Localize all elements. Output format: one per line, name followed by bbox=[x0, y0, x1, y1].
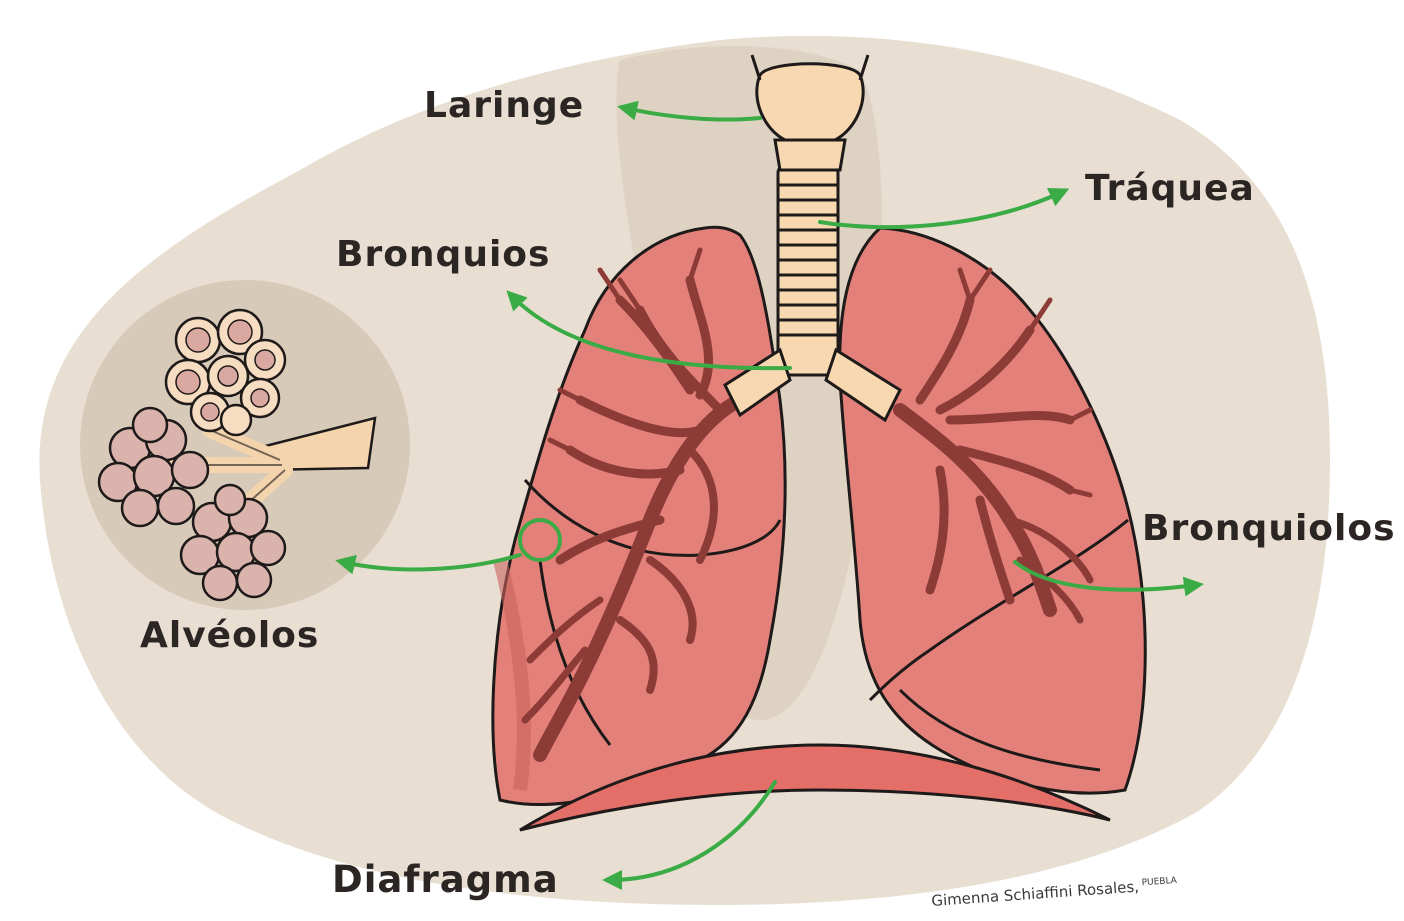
label-diafragma: Diafragma bbox=[332, 858, 559, 901]
label-laringe: Laringe bbox=[424, 85, 584, 126]
label-traquea: Tráquea bbox=[1085, 168, 1255, 209]
alveoli-inset bbox=[80, 280, 410, 610]
label-alveolos: Alvéolos bbox=[140, 615, 319, 656]
label-bronquios: Bronquios bbox=[336, 234, 550, 275]
credit-publisher: PUEBLA bbox=[1141, 876, 1177, 888]
label-bronquiolos: Bronquiolos bbox=[1142, 508, 1396, 549]
